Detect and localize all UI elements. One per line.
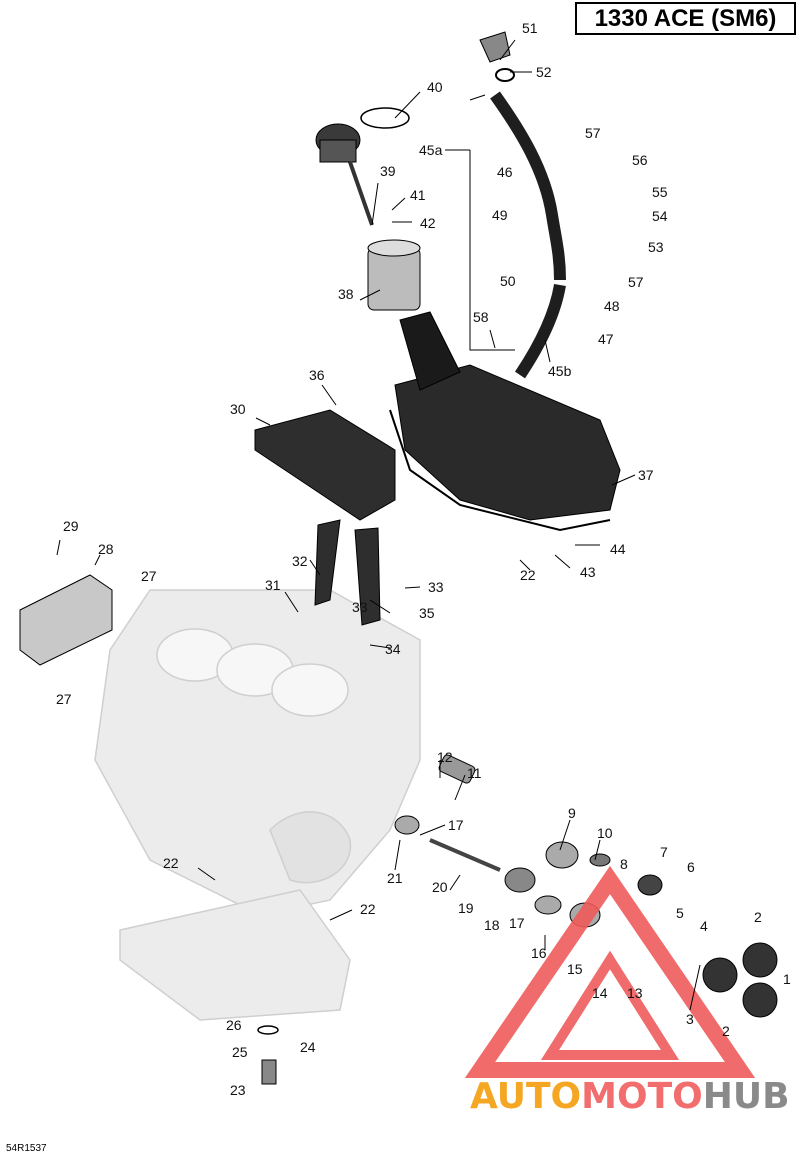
- callout-3: 3: [686, 1011, 694, 1027]
- callout-27a: 27: [141, 568, 157, 584]
- callout-34: 34: [385, 641, 401, 657]
- heat-shield: [254, 409, 396, 521]
- leader-lines: [56, 39, 701, 1011]
- engine-block: [94, 589, 421, 1021]
- callout-13: 13: [627, 985, 643, 1001]
- callout-11: 11: [467, 765, 482, 781]
- callout-52: 52: [536, 64, 552, 80]
- callout-28: 28: [98, 541, 114, 557]
- callout-22b: 22: [163, 855, 179, 871]
- callout-12: 12: [437, 749, 453, 765]
- diagram-title: 1330 ACE (SM6): [575, 2, 796, 35]
- callout-18: 18: [484, 917, 500, 933]
- callout-57b: 57: [628, 274, 644, 290]
- callout-44: 44: [610, 541, 626, 557]
- callout-35: 35: [419, 605, 435, 621]
- callout-57a: 57: [585, 125, 601, 141]
- callout-32: 32: [292, 553, 308, 569]
- callout-21: 21: [387, 870, 403, 886]
- watermark-text: AUTOMOTOHUB: [470, 1076, 790, 1117]
- oil-pipes: [314, 519, 381, 626]
- callout-40: 40: [427, 79, 443, 95]
- dipstick-tube: [479, 31, 566, 379]
- callout-27b: 27: [56, 691, 72, 707]
- callout-45a: 45a: [419, 142, 443, 158]
- callout-7: 7: [660, 844, 668, 860]
- oil-cooler: [19, 574, 113, 666]
- callout-50: 50: [500, 273, 516, 289]
- callout-58: 58: [473, 309, 489, 325]
- oil-filter: [367, 239, 421, 311]
- drain-plug: [257, 1025, 279, 1085]
- callout-17a: 17: [448, 817, 464, 833]
- callout-41: 41: [410, 187, 426, 203]
- callout-1: 1: [783, 971, 791, 987]
- callout-31: 31: [265, 577, 281, 593]
- callout-25: 25: [232, 1044, 248, 1060]
- callout-2b: 2: [722, 1023, 730, 1039]
- callout-14: 14: [592, 985, 608, 1001]
- callout-51: 51: [522, 20, 538, 36]
- callout-16: 16: [531, 945, 547, 961]
- callout-8: 8: [620, 856, 628, 872]
- callout-33a: 33: [428, 579, 444, 595]
- callout-54: 54: [652, 208, 668, 224]
- callout-45b: 45b: [548, 363, 572, 379]
- callout-20: 20: [432, 879, 448, 895]
- callout-6: 6: [687, 859, 695, 875]
- callout-15: 15: [567, 961, 583, 977]
- callout-19: 19: [458, 900, 474, 916]
- callout-37: 37: [638, 467, 654, 483]
- callout-labels: 51 52 40 57 45a 46 56 39 55 41 54 42 49 …: [56, 20, 791, 1098]
- callout-10: 10: [597, 825, 613, 841]
- callout-39: 39: [380, 163, 396, 179]
- callout-9: 9: [568, 805, 576, 821]
- oil-cap: [315, 123, 374, 226]
- callout-47: 47: [598, 331, 614, 347]
- callout-30: 30: [230, 401, 246, 417]
- callout-43: 43: [580, 564, 596, 580]
- callout-55: 55: [652, 184, 668, 200]
- callout-5: 5: [676, 905, 684, 921]
- callout-24: 24: [300, 1039, 316, 1055]
- callout-4: 4: [700, 918, 708, 934]
- callout-42: 42: [420, 215, 436, 231]
- callout-48: 48: [604, 298, 620, 314]
- watermark-logo: [464, 865, 756, 1078]
- callout-49: 49: [492, 207, 508, 223]
- callout-33b: 33: [352, 599, 368, 615]
- o-ring-40: [360, 107, 410, 129]
- drawing-code: 54R1537: [6, 1143, 47, 1154]
- callout-38: 38: [338, 286, 354, 302]
- callout-17b: 17: [509, 915, 525, 931]
- callout-53: 53: [648, 239, 664, 255]
- callout-46: 46: [497, 164, 513, 180]
- callout-22a: 22: [520, 567, 536, 583]
- oil-pump-parts: [394, 754, 778, 1018]
- valve-cover: [389, 311, 621, 532]
- callout-23: 23: [230, 1082, 246, 1098]
- callout-56: 56: [632, 152, 648, 168]
- callout-36: 36: [309, 367, 325, 383]
- callout-26: 26: [226, 1017, 242, 1033]
- callout-2a: 2: [754, 909, 762, 925]
- callout-22c: 22: [360, 901, 376, 917]
- callout-29: 29: [63, 518, 79, 534]
